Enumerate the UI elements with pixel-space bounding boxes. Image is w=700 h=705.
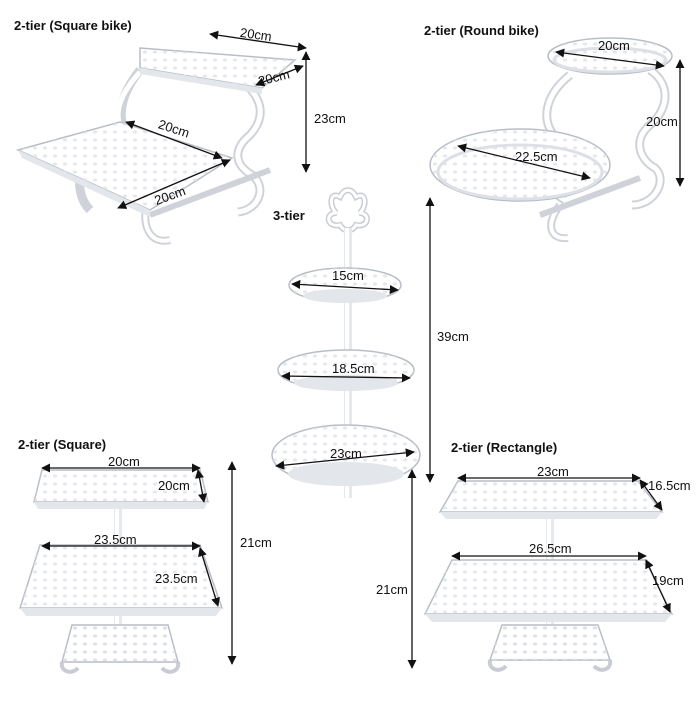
arrow-rect-top-depth [639,479,663,511]
title-square: 2-tier (Square) [18,437,107,452]
arrow-sq-top-depth [195,469,207,503]
arrow-rdbike-bottom [457,143,591,181]
dim-3tier-height: 39cm [437,329,469,344]
arrow-sq-bottom-depth [198,547,220,607]
arrow-sqbike-top-width [209,30,307,52]
dim-sq-top-depth: 20cm [158,478,190,493]
square-stand [18,469,224,674]
title-rectangle: 2-tier (Rectangle) [451,440,558,455]
dim-sq-top-width: 20cm [108,454,140,469]
arrow-sqbike-bottom-width [125,120,223,160]
dim-rect-top-width: 23cm [537,464,569,479]
dimension-arrows [41,30,685,669]
title-round-bike: 2-tier (Round bike) [424,23,539,38]
dim-rdbike-top: 20cm [598,38,630,53]
dim-3tier-t2: 18.5cm [332,361,375,376]
arrow-sqbike-top-depth [255,64,304,87]
arrow-rect-bottom-depth [645,559,671,613]
arrow-rdbike-top [555,48,665,70]
arrow-sqbike-bottom-depth [117,159,231,209]
dim-sqbike-height: 23cm [314,111,346,126]
title-square-bike: 2-tier (Square bike) [14,18,132,33]
dim-rdbike-bottom: 22.5cm [515,149,558,164]
dim-3tier-t3: 23cm [330,446,362,461]
round-bike-stand [429,37,673,243]
arrow-3tier-t1 [291,279,399,295]
dim-sq-bottom-depth: 23.5cm [155,571,198,586]
dim-sq-height: 21cm [240,535,272,550]
arrow-3tier-t3 [275,448,415,470]
arrow-3tier-t2 [281,371,411,383]
dim-3tier-t1: 15cm [332,268,364,283]
dim-rect-bottom-width: 26.5cm [529,541,572,556]
dim-rect-top-depth: 16.5cm [648,478,691,493]
dim-rdbike-height: 20cm [646,114,678,129]
dim-rect-height: 21cm [376,582,408,597]
dim-sq-bottom-width: 23.5cm [94,532,137,547]
dim-rect-bottom-depth: 19cm [652,573,684,588]
square-bike-stand [15,47,297,245]
rectangle-stand [423,480,674,672]
title-three-tier: 3-tier [273,208,305,223]
